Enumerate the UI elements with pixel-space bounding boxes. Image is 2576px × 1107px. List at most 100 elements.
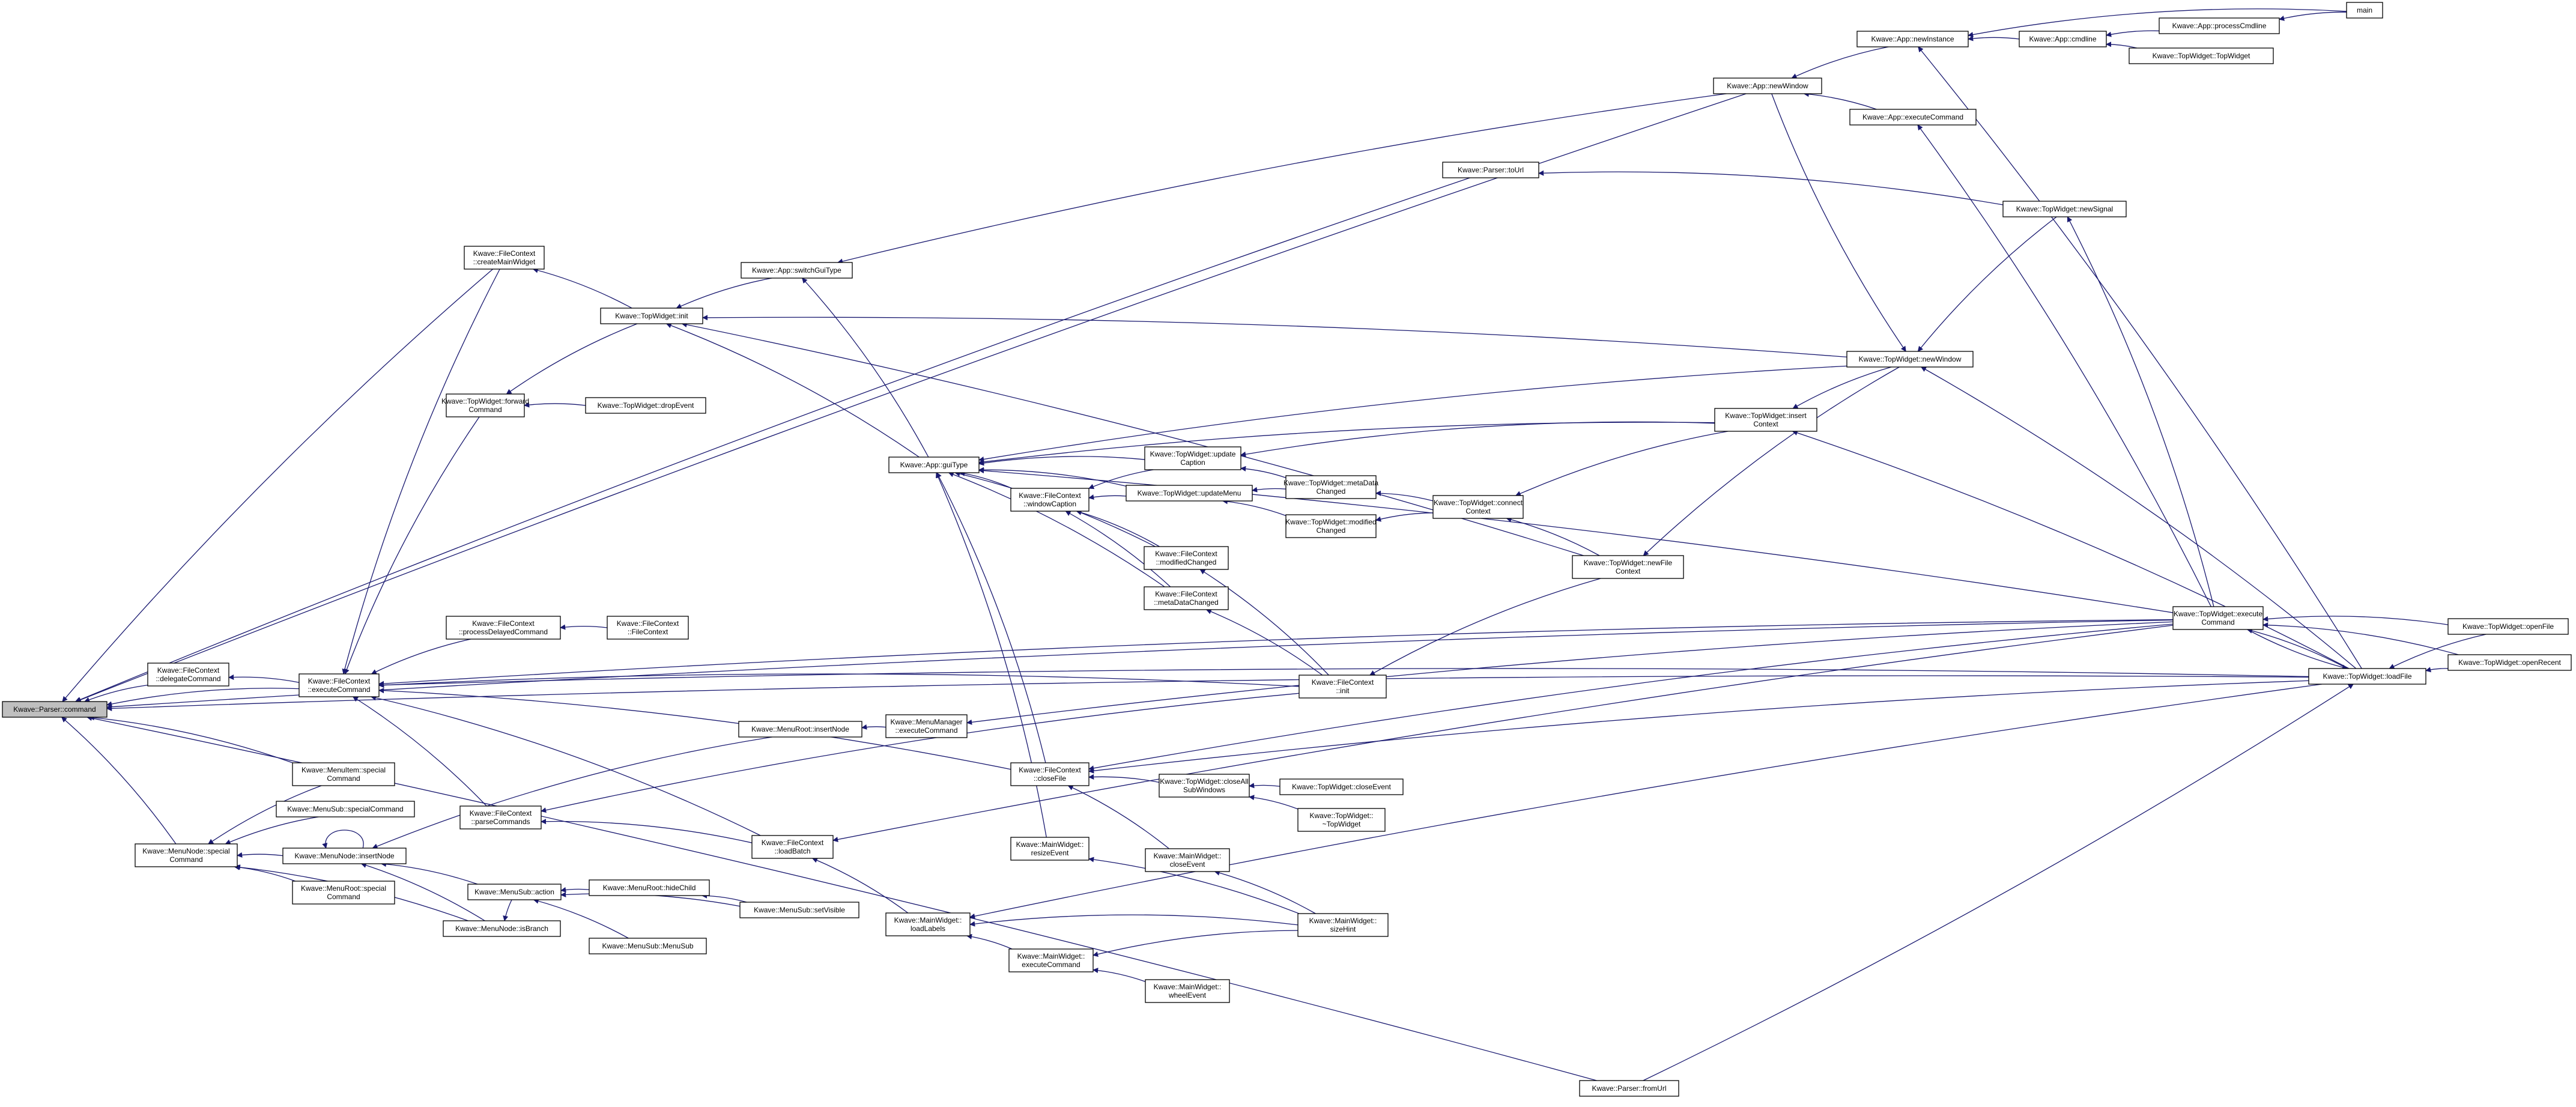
node-label: ~TopWidget: [1323, 820, 1361, 828]
graph-node[interactable]: Kwave::MainWidget::sizeHint: [1297, 913, 1389, 937]
node-label: Kwave::TopWidget::TopWidget: [2153, 52, 2250, 60]
call-edge: [84, 684, 148, 703]
node-label: Kwave::TopWidget::insert: [1725, 411, 1807, 420]
graph-node[interactable]: Kwave::MainWidget::resizeEvent: [1010, 837, 1089, 861]
call-edge: [106, 619, 2174, 710]
graph-node[interactable]: Kwave::TopWidget::openRecent: [2447, 654, 2572, 671]
call-edge: [2247, 629, 2348, 670]
graph-node[interactable]: Kwave::TopWidget::closeEvent: [1279, 778, 1404, 795]
node-box: [1714, 408, 1817, 432]
graph-node[interactable]: Kwave::TopWidget::loadFile: [2308, 668, 2426, 685]
graph-node[interactable]: Kwave::MenuNode::isBranch: [443, 920, 561, 937]
graph-node[interactable]: Kwave::MenuSub::setVisible: [739, 902, 859, 918]
graph-node[interactable]: Kwave::FileContext::createMainWidget: [464, 246, 545, 270]
call-edge: [978, 467, 1127, 487]
graph-node[interactable]: Kwave::FileContext::loadBatch: [751, 835, 834, 859]
graph-node[interactable]: Kwave::MainWidget::executeCommand: [1008, 948, 1094, 972]
node-box: [2346, 2, 2383, 19]
node-label: ::loadBatch: [774, 847, 810, 855]
graph-node[interactable]: Kwave::TopWidget::dropEvent: [585, 397, 706, 414]
graph-node[interactable]: Kwave::App::guiType: [888, 456, 980, 473]
graph-node[interactable]: Kwave::TopWidget::newWindow: [1846, 351, 1974, 368]
node-box: [589, 938, 707, 954]
node-box: [1846, 351, 1974, 368]
graph-node[interactable]: Kwave::MenuSub::MenuSub: [589, 938, 707, 954]
graph-node[interactable]: Kwave::FileContext::processDelayedComman…: [446, 616, 561, 640]
call-edge: [837, 93, 1727, 264]
graph-node[interactable]: Kwave::App::newInstance: [1856, 31, 1969, 47]
graph-node[interactable]: Kwave::TopWidget::TopWidget: [2129, 47, 2274, 64]
call-edge: [1920, 366, 2357, 669]
graph-node[interactable]: Kwave::MenuItem::specialCommand: [292, 762, 395, 786]
graph-node[interactable]: Kwave::MenuRoot::specialCommand: [292, 881, 395, 905]
graph-node[interactable]: Kwave::MainWidget::wheelEvent: [1145, 979, 1230, 1003]
graph-node[interactable]: Kwave::MenuSub::specialCommand: [276, 801, 415, 817]
node-label: Kwave::MenuSub::action: [474, 888, 554, 896]
graph-node[interactable]: Kwave::App::processCmdline: [2159, 17, 2280, 34]
node-label: Kwave::App::guiType: [900, 461, 968, 469]
node-box: [2447, 654, 2572, 671]
call-edge: [1643, 684, 2354, 1081]
graph-node[interactable]: Kwave::FileContext::windowCaption: [1010, 488, 1089, 512]
graph-node[interactable]: Kwave::MenuSub::action: [467, 884, 562, 900]
graph-node[interactable]: Kwave::MainWidget::closeEvent: [1145, 848, 1230, 872]
graph-node[interactable]: Kwave::MenuRoot::hideChild: [589, 879, 710, 896]
node-box: [446, 393, 525, 417]
graph-node[interactable]: Kwave::TopWidget::updateMenu: [1126, 485, 1253, 502]
graph-node[interactable]: Kwave::TopWidget::init: [600, 308, 703, 324]
node-box: [607, 616, 689, 640]
graph-node[interactable]: Kwave::MenuNode::specialCommand: [135, 843, 238, 867]
graph-node[interactable]: Kwave::TopWidget::modifiedChanged: [1285, 514, 1377, 538]
graph-node[interactable]: Kwave::TopWidget::newSignal: [2002, 201, 2127, 217]
graph-node[interactable]: Kwave::TopWidget::openFile: [2447, 618, 2569, 635]
graph-node[interactable]: Kwave::FileContext::metaDataChanged: [1144, 586, 1229, 610]
node-label: Kwave::MenuSub::setVisible: [754, 906, 845, 914]
graph-node[interactable]: Kwave::TopWidget::~TopWidget: [1297, 808, 1386, 832]
graph-node[interactable]: Kwave::MenuNode::insertNode: [282, 848, 407, 864]
graph-node[interactable]: Kwave::App::newWindow: [1713, 77, 1822, 94]
call-edge: [225, 816, 319, 845]
graph-node[interactable]: Kwave::MenuRoot::insertNode: [738, 721, 862, 738]
graph-node[interactable]: Kwave::FileContext::modifiedChanged: [1144, 546, 1229, 570]
graph-node[interactable]: Kwave::Parser::command: [2, 701, 108, 718]
graph-node[interactable]: Kwave::App::cmdline: [2019, 31, 2107, 47]
call-edge: [1088, 680, 2309, 774]
graph-node[interactable]: Kwave::FileContext::delegateCommand: [147, 663, 229, 687]
node-label: Kwave::FileContext: [473, 249, 536, 258]
graph-node[interactable]: Kwave::TopWidget::metaDataChanged: [1283, 475, 1378, 499]
graph-node[interactable]: Kwave::Parser::fromUrl: [1579, 1080, 1679, 1097]
call-edge: [2262, 616, 2449, 625]
graph-node[interactable]: Kwave::FileContext::closeFile: [1010, 762, 1089, 786]
node-box: [741, 262, 853, 279]
graph-node[interactable]: Kwave::TopWidget::executeCommand: [2172, 606, 2264, 630]
graph-node[interactable]: Kwave::FileContext::executeCommand: [299, 673, 380, 697]
call-edge: [676, 278, 772, 309]
graph-node[interactable]: Kwave::FileContext::FileContext: [607, 616, 689, 640]
node-label: resizeEvent: [1031, 849, 1069, 857]
node-box: [276, 801, 415, 817]
graph-node[interactable]: main: [2346, 2, 2383, 19]
graph-node[interactable]: Kwave::App::executeCommand: [1849, 109, 1977, 126]
graph-node[interactable]: Kwave::Parser::toUrl: [1442, 162, 1539, 178]
call-edge: [75, 93, 1747, 703]
node-label: ::delegateCommand: [156, 675, 220, 683]
node-box: [1008, 948, 1094, 972]
call-edge: [702, 315, 1847, 358]
node-label: Kwave::Parser::toUrl: [1458, 166, 1524, 174]
graph-node[interactable]: Kwave::MenuManager::executeCommand: [885, 714, 968, 738]
node-label: Context: [1616, 567, 1641, 575]
graph-node[interactable]: Kwave::App::switchGuiType: [741, 262, 853, 279]
graph-node[interactable]: Kwave::FileContext::parseCommands: [459, 805, 542, 829]
node-label: ::windowCaption: [1023, 500, 1076, 508]
graph-node[interactable]: Kwave::MainWidget::loadLabels: [885, 912, 971, 936]
node-box: [1579, 1080, 1679, 1097]
node-box: [443, 920, 561, 937]
node-box: [751, 835, 834, 859]
graph-node[interactable]: Kwave::FileContext::init: [1299, 675, 1387, 699]
